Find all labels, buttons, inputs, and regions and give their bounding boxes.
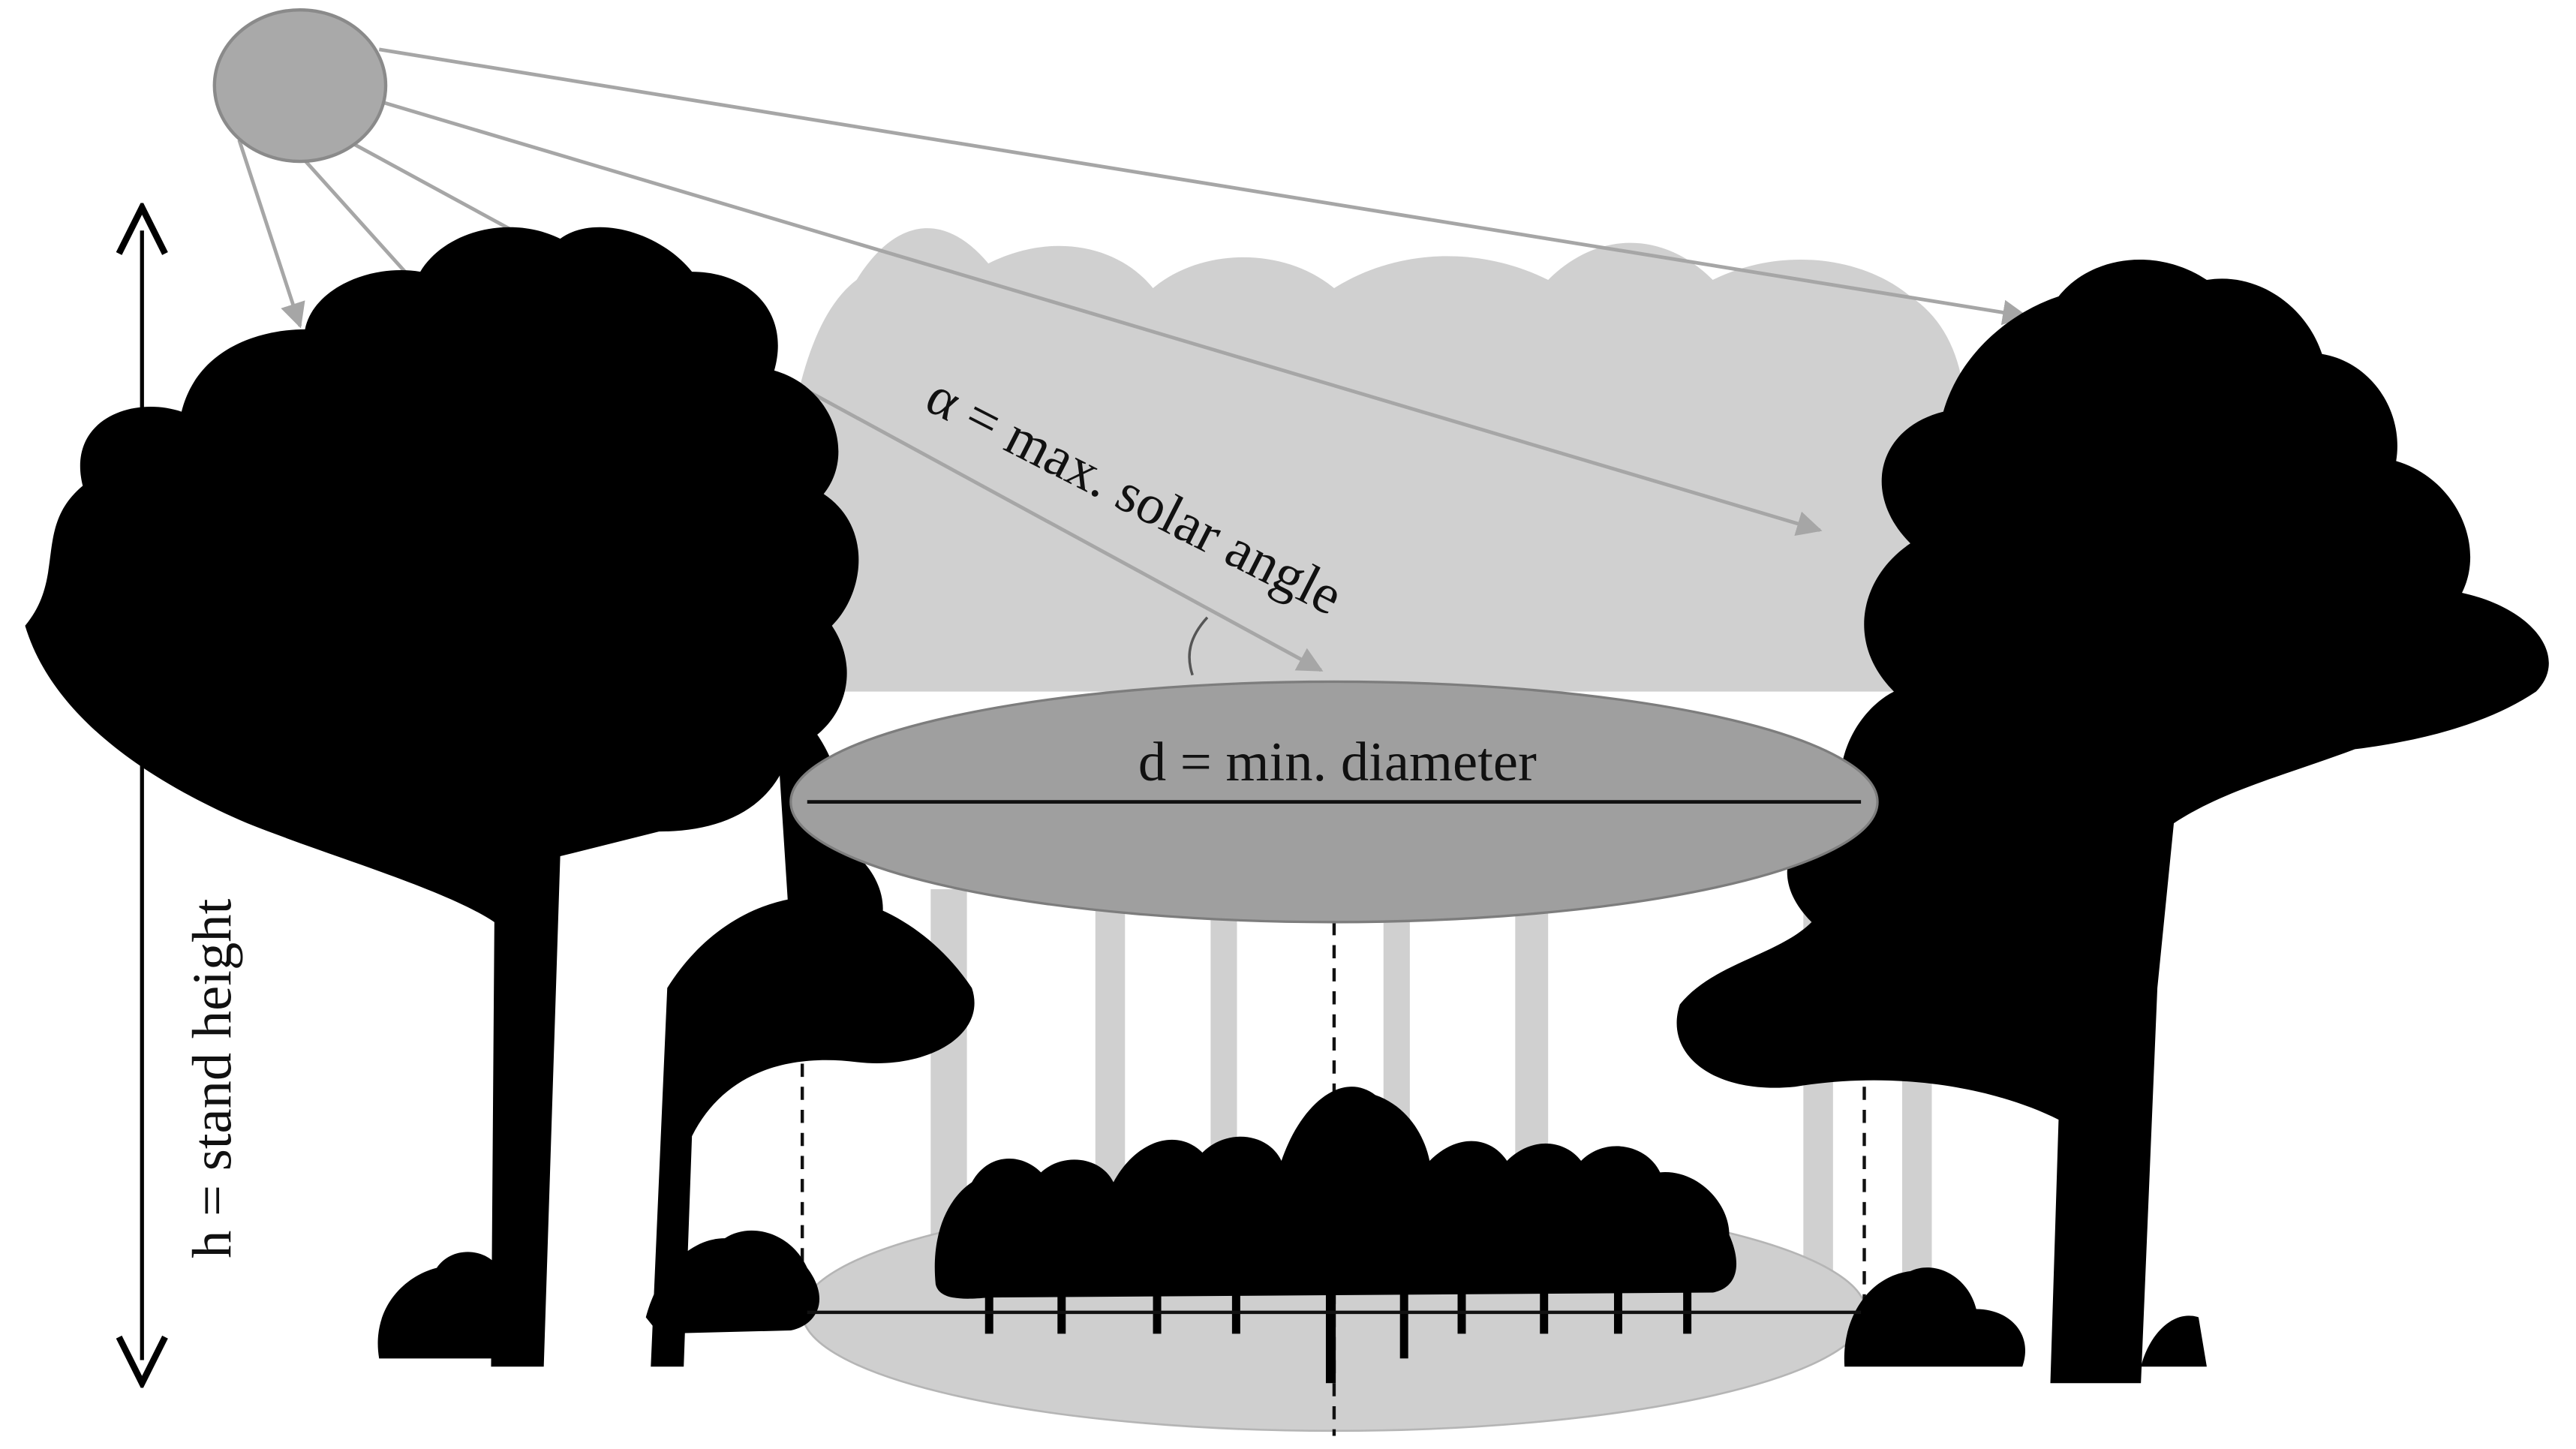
- diameter-label: d = min. diameter: [1138, 732, 1537, 793]
- height-label: h = stand height: [182, 898, 244, 1258]
- sun-icon: [215, 10, 386, 161]
